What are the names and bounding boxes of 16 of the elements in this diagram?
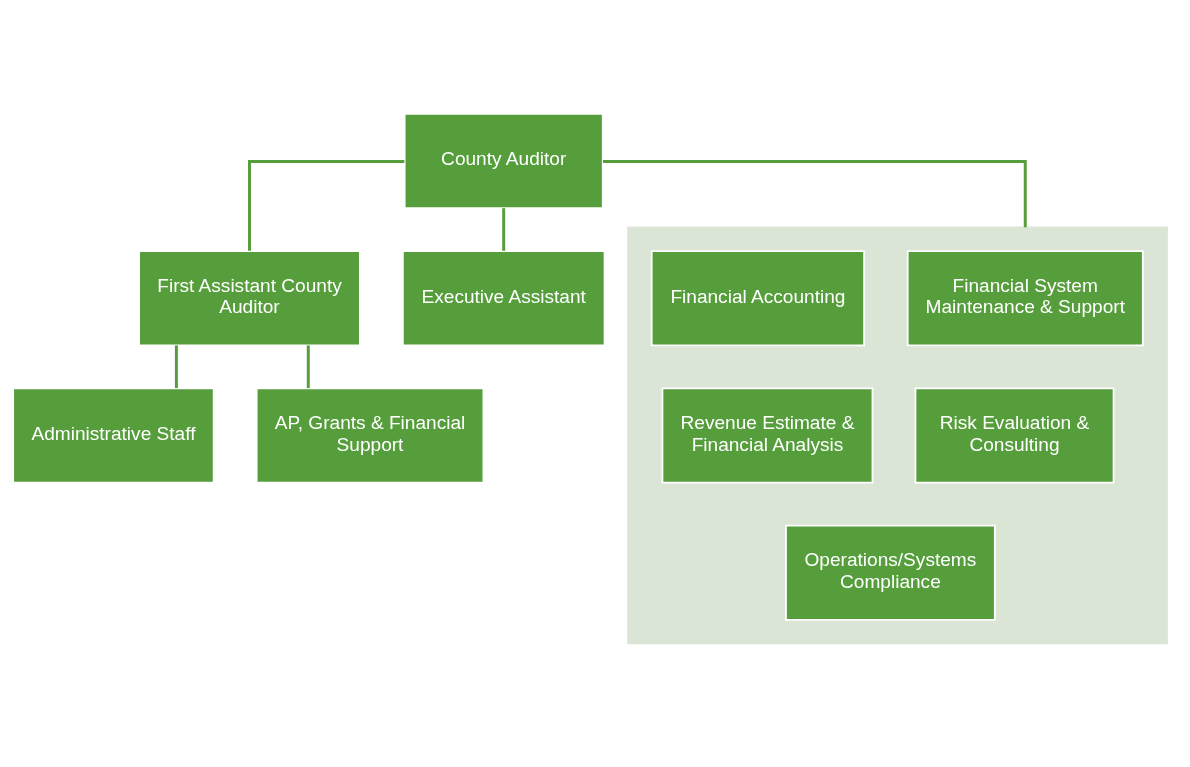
connector xyxy=(603,160,1027,228)
connector xyxy=(248,160,405,251)
connector xyxy=(306,345,310,389)
connector xyxy=(502,208,506,251)
cluster xyxy=(627,226,1168,645)
node-box: Administrative Staff xyxy=(12,387,215,484)
node-box: First Assistant County Auditor xyxy=(138,250,361,347)
node-box: Financial Accounting xyxy=(650,250,866,347)
node-box: County Auditor xyxy=(403,112,604,209)
node-box: AP, Grants & Financial Support xyxy=(255,387,485,484)
node-box: Revenue Estimate & Financial Analysis xyxy=(661,387,874,484)
node-box: Risk Evaluation & Consulting xyxy=(914,387,1115,484)
node-box: Financial System Maintenance & Support xyxy=(906,250,1144,347)
node-box: Executive Assistant xyxy=(401,250,606,347)
connector xyxy=(174,345,178,389)
node-box: Operations/Systems Compliance xyxy=(785,524,996,621)
